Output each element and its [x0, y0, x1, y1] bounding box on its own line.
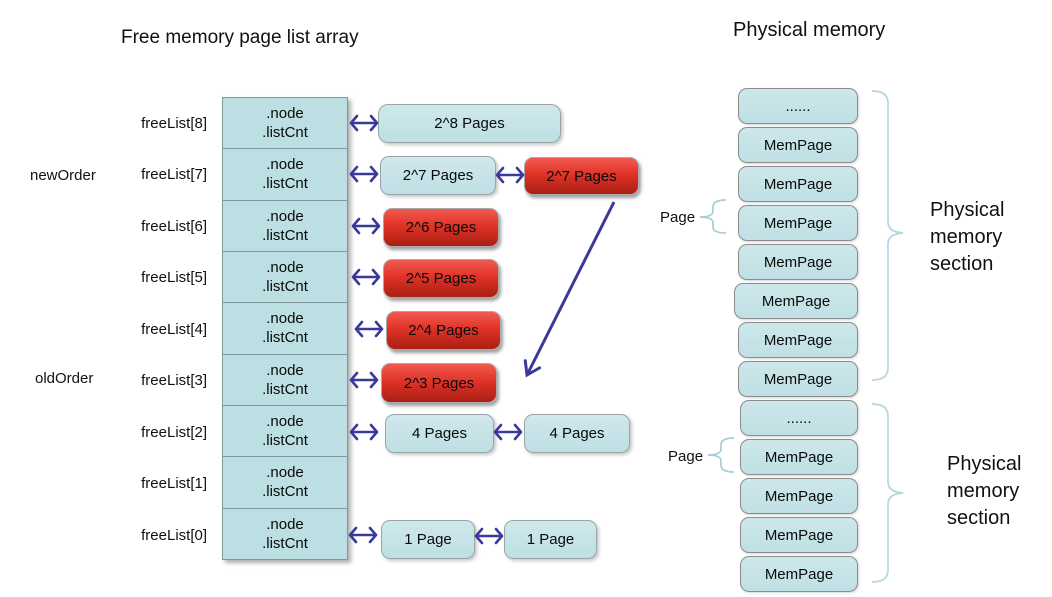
mempage-box: MemPage [738, 205, 858, 241]
mempage-box: MemPage [738, 166, 858, 202]
cell-node-field: .node [266, 259, 304, 277]
mempage-box: MemPage [740, 478, 858, 514]
link-arrow-row8 [349, 114, 379, 132]
section-label-2: Physical memory section [947, 451, 1021, 532]
section-label-line: memory [930, 226, 1003, 248]
freelist-8-label: freeList[8] [141, 115, 207, 132]
pages-box-4b: 4 Pages [524, 414, 630, 453]
freelist-cell-2: .node.listCnt [223, 406, 347, 458]
freelist-4-label: freeList[4] [141, 321, 207, 338]
pages-box-2p3: 2^3 Pages [381, 363, 497, 403]
mem-dots-box: ...... [738, 88, 858, 124]
cell-listcnt-field: .listCnt [262, 534, 308, 552]
freelist-6-label: freeList[6] [141, 218, 207, 235]
cell-listcnt-field: .listCnt [262, 278, 308, 296]
cell-node-field: .node [266, 310, 304, 328]
freelist-cell-5: .node.listCnt [223, 252, 347, 304]
freelist-7-label: freeList[7] [141, 166, 207, 183]
section-label-line: memory [947, 480, 1020, 502]
section-label-line: section [947, 507, 1011, 529]
cell-node-field: .node [266, 413, 304, 431]
pages-box-2p7-blue: 2^7 Pages [380, 156, 496, 195]
link-arrow-row2b [493, 423, 523, 441]
link-arrow-row5 [351, 268, 381, 286]
freelist-2-label: freeList[2] [141, 424, 207, 441]
page-label-1: Page [660, 209, 696, 226]
link-arrow-row6 [351, 217, 381, 235]
cell-node-field: .node [266, 361, 304, 379]
mempage-box: MemPage [740, 439, 858, 475]
page-brace-2 [707, 437, 735, 473]
section-label-line: Physical [930, 199, 1005, 221]
page-label-2: Page [668, 448, 704, 465]
link-arrow-row4 [354, 320, 384, 338]
mem-dots-box: ...... [740, 400, 858, 436]
pages-box-2p6: 2^6 Pages [383, 208, 499, 247]
old-order-label: oldOrder [35, 370, 94, 387]
split-arrow [523, 201, 616, 378]
freelist-0-label: freeList[0] [141, 527, 207, 544]
cell-listcnt-field: .listCnt [262, 483, 308, 501]
pages-box-1a: 1 Page [381, 520, 475, 559]
cell-listcnt-field: .listCnt [262, 380, 308, 398]
freelist-array: .node.listCnt .node.listCnt .node.listCn… [222, 97, 348, 560]
link-arrow-row7b [495, 166, 525, 184]
freelist-cell-3: .node.listCnt [223, 355, 347, 406]
cell-node-field: .node [266, 515, 304, 533]
pages-box-4a: 4 Pages [385, 414, 494, 453]
mempage-box: MemPage [740, 517, 858, 553]
cell-node-field: .node [266, 464, 304, 482]
link-arrow-row0a [348, 526, 378, 544]
pages-box-2p7-red: 2^7 Pages [524, 157, 639, 195]
freelist-cell-0: .node.listCnt [223, 509, 347, 559]
mempage-box: MemPage [740, 556, 858, 592]
section-label-1: Physical memory section [930, 197, 1004, 278]
mem-section-2: ...... MemPage MemPage MemPage MemPage [740, 400, 858, 595]
cell-node-field: .node [266, 105, 304, 123]
freelist-3-label: freeList[3] [141, 372, 207, 389]
freelist-cell-4: .node.listCnt [223, 303, 347, 355]
cell-listcnt-field: .listCnt [262, 175, 308, 193]
mempage-box: MemPage [738, 322, 858, 358]
link-arrow-row3 [349, 371, 379, 389]
mempage-box: MemPage [738, 244, 858, 280]
cell-node-field: .node [266, 156, 304, 174]
freelist-cell-1: .node.listCnt [223, 457, 347, 509]
freelist-5-label: freeList[5] [141, 269, 207, 286]
cell-node-field: .node [266, 207, 304, 225]
link-arrow-row7a [349, 165, 379, 183]
section-label-line: Physical [947, 453, 1022, 475]
new-order-label: newOrder [30, 167, 96, 184]
mempage-box: MemPage [738, 127, 858, 163]
cell-listcnt-field: .listCnt [262, 329, 308, 347]
freelist-cell-6: .node.listCnt [223, 201, 347, 252]
mempage-box: MemPage [738, 361, 858, 397]
cell-listcnt-field: .listCnt [262, 432, 308, 450]
section-label-line: section [930, 253, 994, 275]
physical-memory-title: Physical memory [733, 19, 886, 41]
section-brace-2 [871, 403, 904, 583]
pages-box-2p4: 2^4 Pages [386, 311, 501, 350]
page-brace-1 [699, 199, 727, 234]
mempage-box: MemPage [734, 283, 858, 319]
link-arrow-row0b [474, 527, 504, 545]
mem-section-1: ...... MemPage MemPage MemPage MemPage M… [734, 88, 858, 400]
section-brace-1 [871, 90, 904, 381]
freelist-1-label: freeList[1] [141, 475, 207, 492]
cell-listcnt-field: .listCnt [262, 226, 308, 244]
free-list-title: Free memory page list array [121, 27, 359, 48]
freelist-cell-8: .node.listCnt [223, 98, 347, 150]
pages-box-2p5: 2^5 Pages [383, 259, 499, 298]
link-arrow-row2a [349, 423, 379, 441]
pages-box-2p8: 2^8 Pages [378, 104, 561, 143]
freelist-cell-7: .node.listCnt [223, 149, 347, 201]
cell-listcnt-field: .listCnt [262, 124, 308, 142]
pages-box-1b: 1 Page [504, 520, 597, 559]
